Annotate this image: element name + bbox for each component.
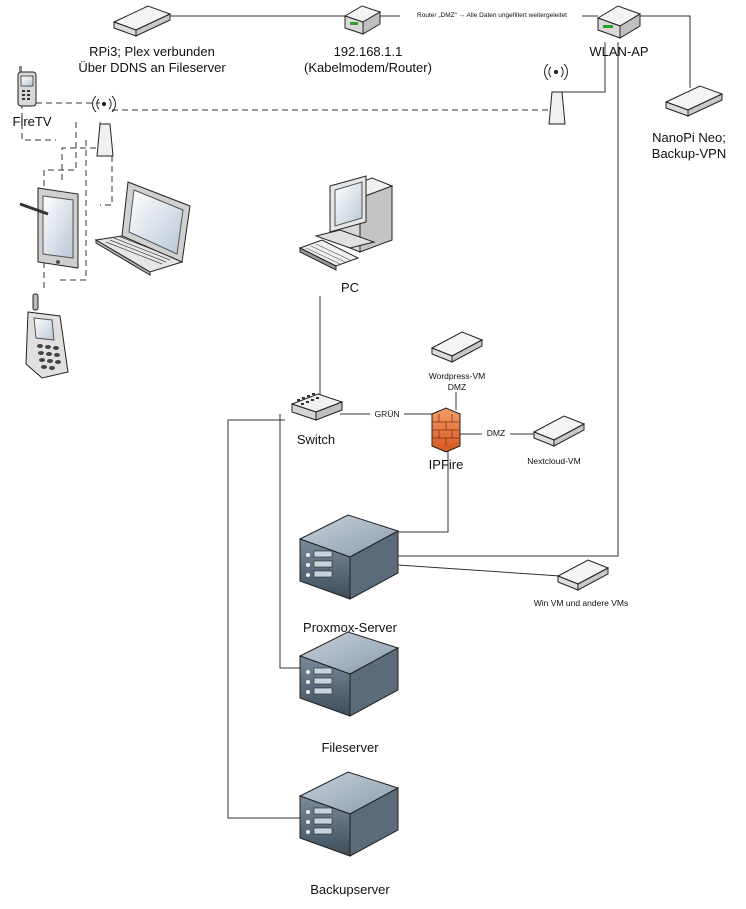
wordpress-label-line1: Wordpress-VM — [428, 371, 486, 381]
backupserver-label: Backupserver — [310, 882, 390, 897]
router-label: 192.168.1.1 (Kabelmodem/Router) — [288, 44, 448, 77]
wordpress-label-line2: DMZ — [447, 381, 467, 392]
wordpress-label: Wordpress-VM DMZ — [412, 371, 502, 392]
dmz-link-label: DMZ — [482, 428, 510, 439]
vm-box-icon — [556, 559, 610, 591]
gruen-link-label: GRÜN — [370, 409, 404, 420]
rack-server-icon — [298, 631, 400, 717]
nanopi-label-line1: NanoPi Neo; — [652, 130, 726, 145]
desktop-pc-icon — [298, 175, 394, 271]
switch-label: Switch — [296, 432, 336, 447]
router-icon — [343, 5, 382, 35]
rpi-label-line2: Über DDNS an Fileserver — [78, 60, 226, 76]
rpi-label: RPi3; Plex verbunden Über DDNS an Filese… — [62, 44, 242, 77]
vm-box-icon — [532, 415, 586, 447]
vm-box-icon — [430, 331, 484, 363]
router-ip-label: 192.168.1.1 — [333, 44, 403, 59]
rpi-device-icon — [112, 5, 172, 37]
fileserver-label: Fileserver — [321, 740, 379, 755]
wifi-access-point-icon — [596, 5, 642, 39]
phone-icon — [17, 66, 37, 107]
connection-lines — [170, 15, 691, 819]
win-vm-label: Win VM und andere VMs — [533, 598, 629, 608]
nanopi-label-line2: Backup-VPN — [651, 146, 727, 162]
proxmox-label: Proxmox-Server — [303, 620, 397, 635]
rack-server-icon — [298, 514, 400, 600]
pc-label: PC — [340, 280, 360, 295]
rack-server-icon — [298, 771, 400, 857]
tablet-icon — [19, 187, 79, 269]
laptop-icon — [94, 181, 191, 276]
router-dmz-note: Router „DMZ“ → Alle Daten ungefiltert we… — [402, 12, 582, 21]
firewall-icon — [431, 407, 461, 453]
wifi-antenna-icon — [544, 63, 568, 125]
rpi-label-line1: RPi3; Plex verbunden — [89, 44, 215, 59]
network-switch-icon — [290, 393, 344, 421]
nanopi-label: NanoPi Neo; Backup-VPN — [632, 130, 746, 163]
nanopi-device-icon — [664, 85, 724, 117]
cell-phone-icon — [25, 293, 69, 379]
firetv-label: FireTV — [12, 114, 52, 129]
router-desc-label: (Kabelmodem/Router) — [304, 60, 432, 76]
nextcloud-label: Nextcloud-VM — [527, 456, 581, 466]
wifi-antenna-icon — [92, 95, 116, 157]
ipfire-label: IPFire — [428, 457, 464, 472]
wlan-ap-label: WLAN-AP — [589, 44, 649, 59]
